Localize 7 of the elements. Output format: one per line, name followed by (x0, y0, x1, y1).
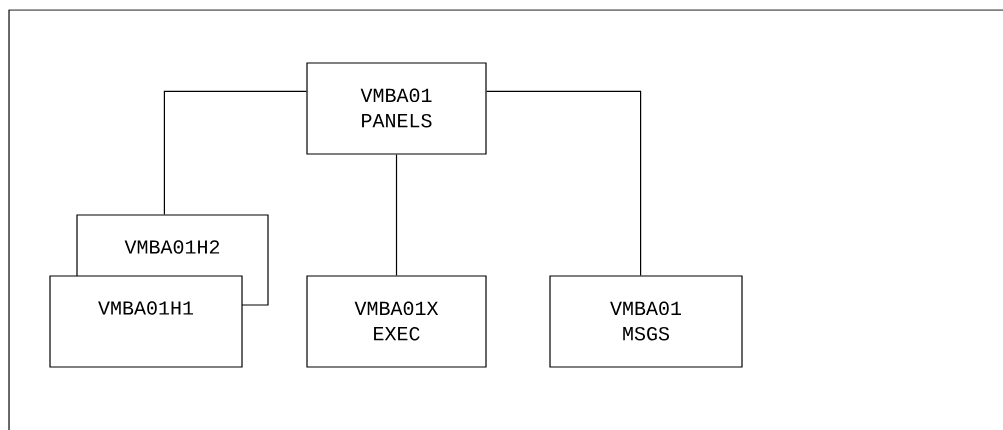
module-box: VMBA01 PANELS (306, 62, 487, 155)
connector-line (395, 154, 398, 276)
connector-line (163, 90, 307, 215)
module-box: VMBA01H1 (49, 275, 243, 368)
module-box: VMBA01 MSGS (549, 275, 743, 368)
connector-line (486, 90, 642, 276)
module-box: VMBA01X EXEC (306, 275, 487, 368)
